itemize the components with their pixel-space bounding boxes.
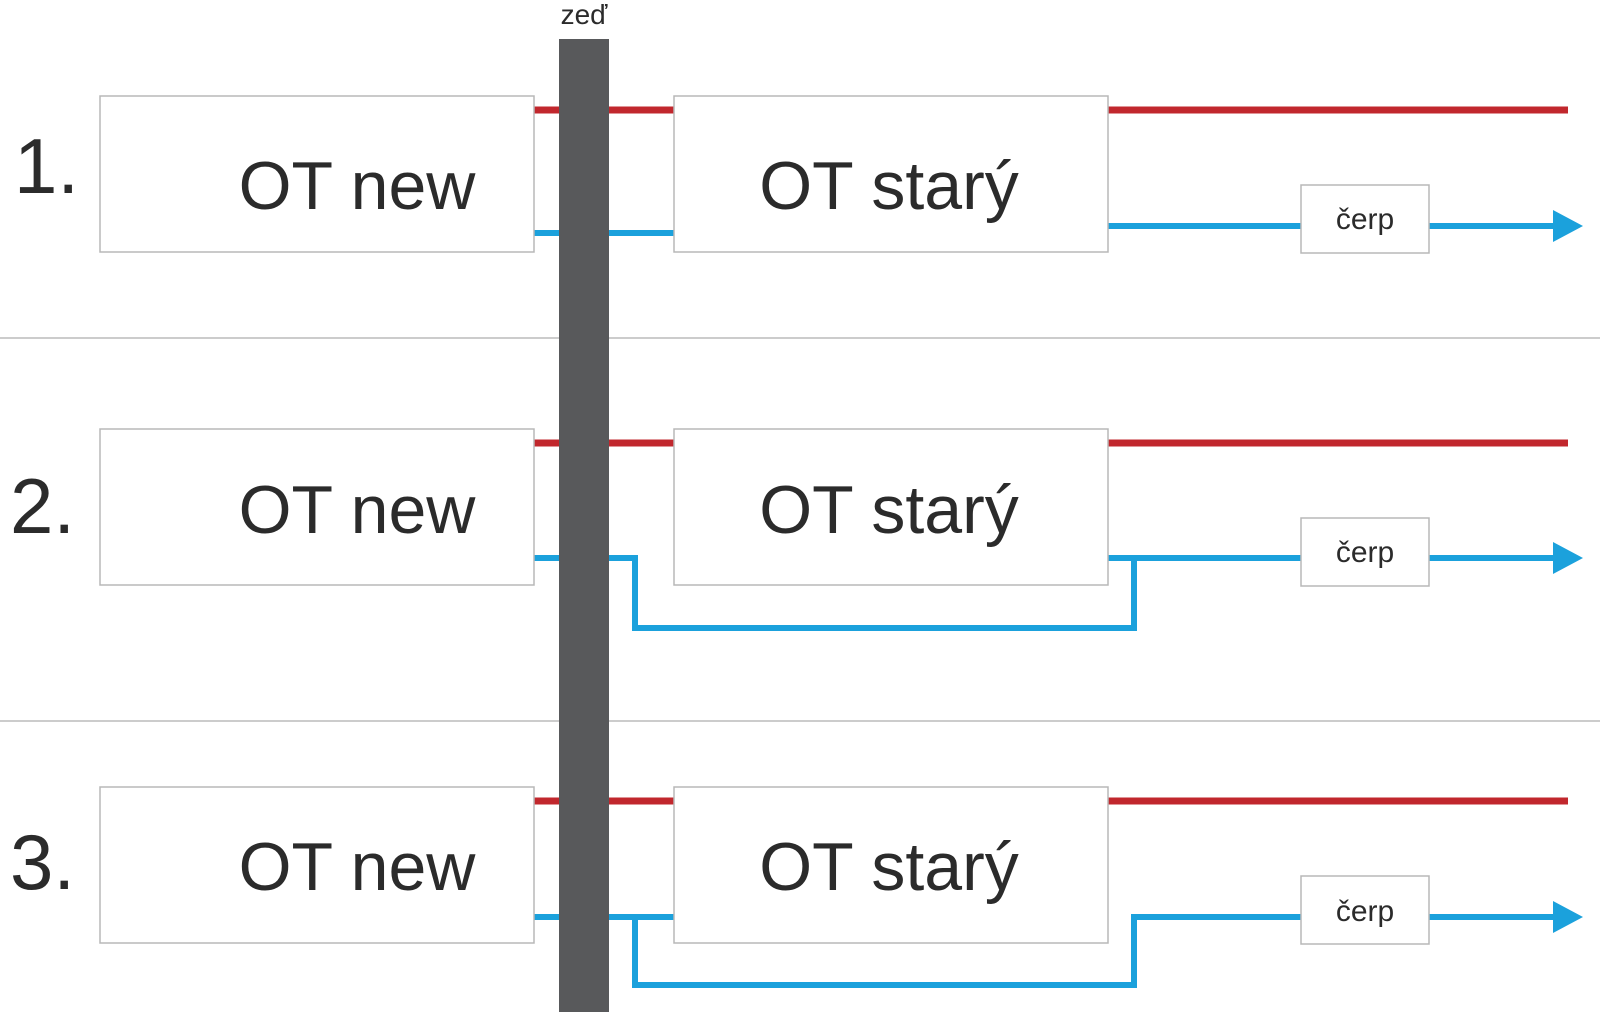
pump-label: čerp (1336, 895, 1394, 928)
row-number: 1. (14, 122, 79, 210)
old-boiler-box (673, 786, 1109, 944)
flow-arrow-icon (1553, 542, 1583, 574)
flow-arrow-icon (1553, 901, 1583, 933)
wall-label: zeď (561, 0, 609, 30)
row-1: 1. OT new OT starý čerp (14, 95, 1583, 254)
wall (559, 39, 609, 1012)
pump-label: čerp (1336, 536, 1394, 569)
pump-box (1300, 184, 1430, 254)
pump-box (1300, 517, 1430, 587)
old-boiler-label: OT starý (759, 148, 1018, 224)
pump-box (1300, 875, 1430, 945)
return-pipe-bypass (632, 914, 1301, 988)
new-boiler-box (99, 428, 535, 586)
row-2: 2. OT new OT starý čerp (10, 428, 1583, 631)
pump-label: čerp (1336, 203, 1394, 236)
flow-arrow-icon (1553, 210, 1583, 242)
new-boiler-box (99, 95, 535, 253)
row-number: 3. (10, 818, 75, 906)
new-boiler-label: OT new (239, 829, 477, 905)
old-boiler-box (673, 428, 1109, 586)
row-3: 3. OT new OT starý čerp (10, 786, 1583, 988)
return-pipe-bypass (533, 555, 1137, 631)
old-boiler-box (673, 95, 1109, 253)
old-boiler-label: OT starý (759, 829, 1018, 905)
row-number: 2. (10, 462, 75, 550)
new-boiler-label: OT new (239, 148, 477, 224)
new-boiler-label: OT new (239, 472, 477, 548)
old-boiler-label: OT starý (759, 472, 1018, 548)
new-boiler-box (99, 786, 535, 944)
